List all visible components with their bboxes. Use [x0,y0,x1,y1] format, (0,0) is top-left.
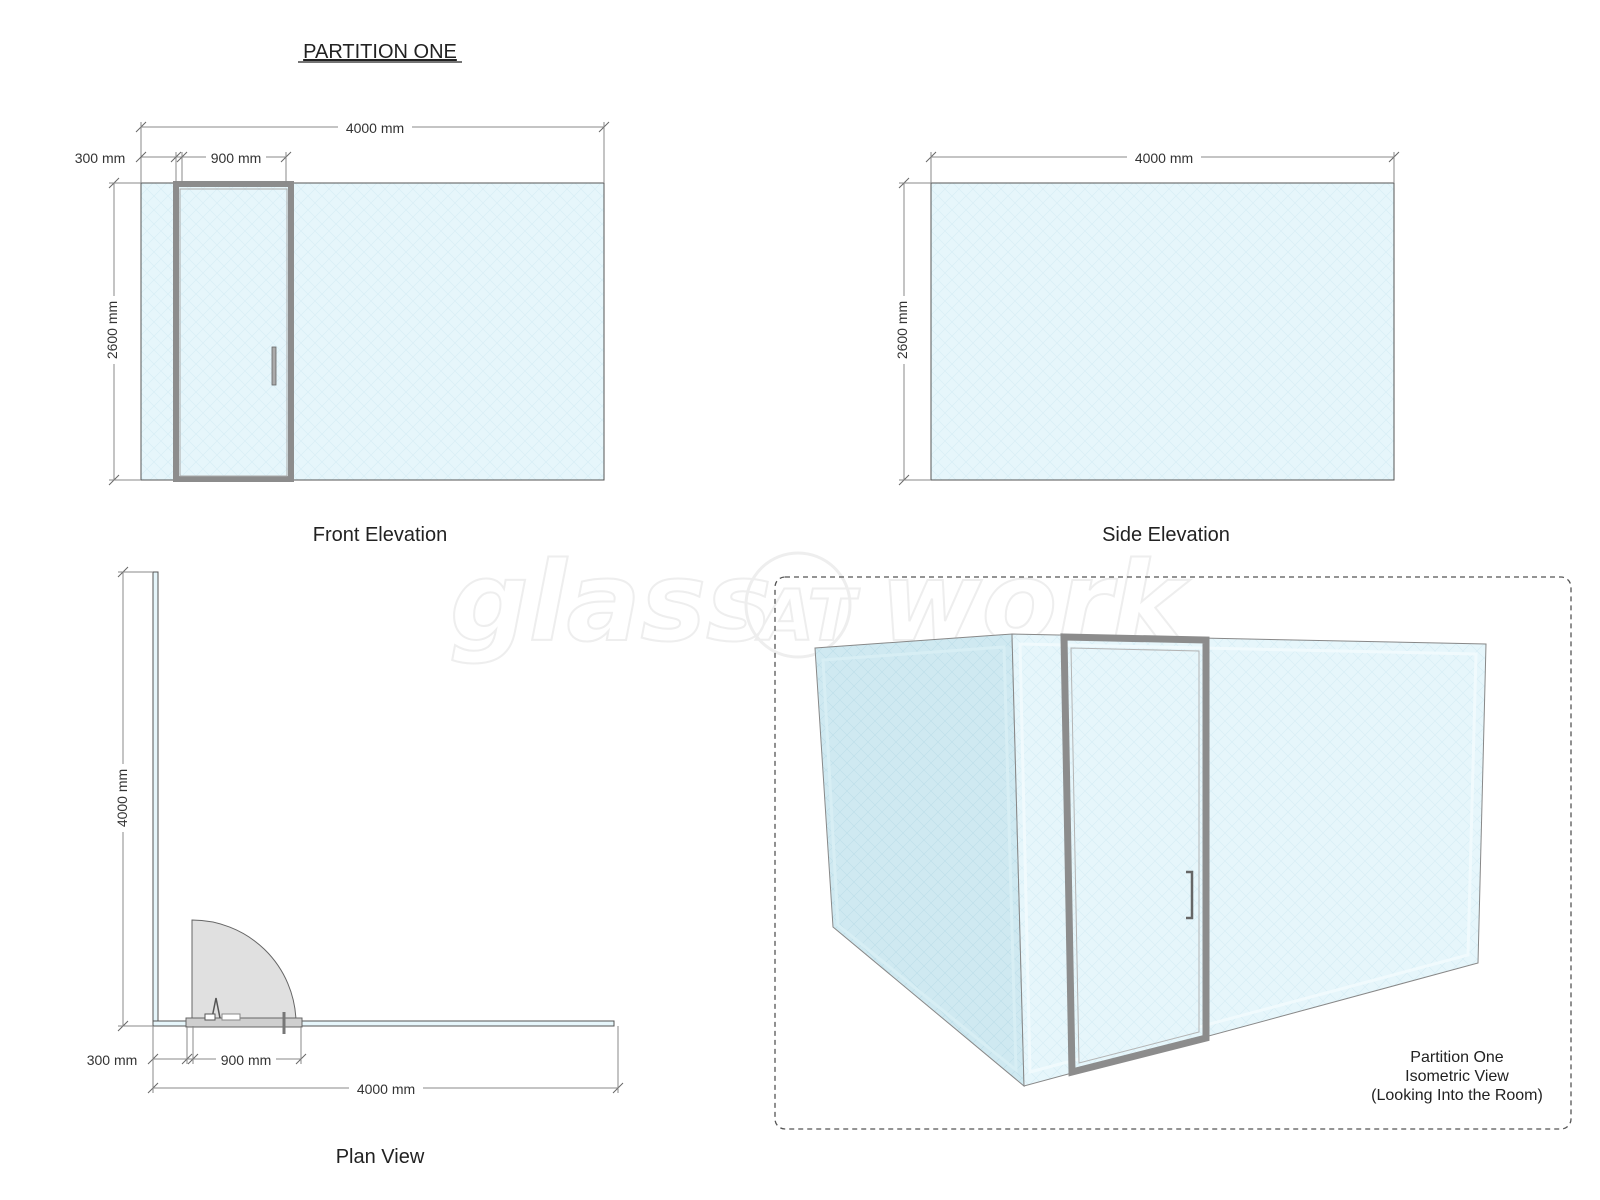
front-dim-door: 900 mm [211,150,262,166]
iso-door-glass [1070,647,1200,1064]
watermark-text-left: glass [450,538,772,666]
side-glass-wall [930,182,1395,481]
iso-caption-line3: (Looking Into the Room) [1371,1087,1543,1104]
plan-door-pivot [211,997,221,1019]
side-dim-total-width: 4000 mm [1135,150,1193,166]
front-dim-side-panel: 300 mm [75,150,126,166]
isometric-frame-box [774,576,1572,1130]
plan-dim-side-panel: 300 mm [87,1052,138,1068]
iso-left-wall [814,633,1025,1088]
front-elevation-caption: Front Elevation [313,524,448,546]
plan-dim-door: 900 mm [221,1052,272,1068]
plan-side-wall [152,571,159,1027]
side-elevation-caption: Side Elevation [1102,524,1230,546]
front-dim-total-width: 4000 mm [346,120,404,136]
isometric-view: Partition One Isometric View (Looking In… [774,576,1572,1130]
iso-door-handle [1186,870,1194,920]
iso-caption-line2: Isometric View [1405,1068,1509,1085]
plan-dim-depth: 4000 mm [114,769,130,827]
plan-view: 4000 mm 300 mm 900 mm 4000 mm Plan View [87,566,624,1168]
sheet-title: PARTITION ONE [303,41,457,63]
front-elevation: 4000 mm 300 mm 900 mm 2600 mm Front Elev… [75,119,610,546]
plan-front-wall [152,1020,615,1027]
plan-door-swing [191,919,297,1022]
side-dim-height: 2600 mm [894,301,910,359]
watermark-circle [744,551,852,659]
plan-door-frame [185,1017,303,1028]
front-door-frame [173,181,294,482]
front-dim-height: 2600 mm [104,301,120,359]
iso-door-frame [1060,633,1210,1077]
watermark-text-mid: AT [755,575,860,657]
iso-caption-line1: Partition One [1410,1049,1503,1066]
front-door-handle [271,346,277,386]
front-door-glass [179,188,288,477]
plan-dim-total-width: 4000 mm [357,1081,415,1097]
side-elevation: 4000 mm 2600 mm Side Elevation [894,149,1400,546]
plan-view-caption: Plan View [336,1146,425,1168]
